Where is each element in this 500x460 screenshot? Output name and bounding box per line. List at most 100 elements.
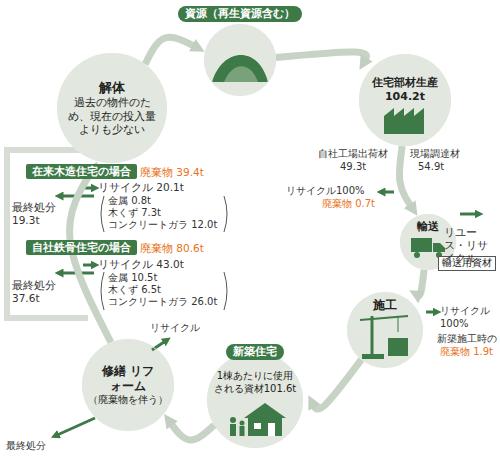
house-door [268, 423, 275, 436]
stage-circle [204, 24, 276, 96]
cycle-arrow [418, 270, 424, 296]
circle-outline [208, 353, 303, 448]
node-title: 新築住宅 [226, 344, 284, 360]
flow-note: リサイクル 43.0t [98, 258, 184, 271]
circle-outline [205, 25, 276, 96]
stage-circle-node: 解体過去の物件のため、現在の投入量よりも少ない [57, 53, 167, 163]
waste-amount: 廃棄物 80.6t [140, 242, 204, 255]
bracket [224, 272, 227, 310]
flow-note: 最終処分 19.3t [12, 201, 56, 227]
bracket [101, 272, 104, 310]
stage-circle-node: 資源（再生資源含む） [204, 24, 276, 96]
truck-icon [411, 238, 445, 258]
node-title: 資源（再生資源含む） [178, 6, 302, 22]
mound-layer [224, 66, 258, 82]
crane-icon [360, 316, 408, 359]
circle-outline [83, 340, 174, 431]
node-text: 過去の物件のため、現在の投入量よりも少ない [64, 96, 160, 135]
crane-hook [398, 317, 399, 332]
bracket [224, 196, 227, 232]
cycle-arrow [145, 37, 196, 64]
stage-circle [359, 54, 451, 146]
waste-amount: 廃棄物 0.7t [322, 198, 375, 211]
node-text: （廃棄物を伴う） [88, 394, 168, 406]
waste-amount: 廃棄物 39.4t [140, 166, 204, 179]
flow-note: 金属 10.5t [108, 272, 157, 285]
stage-circle [82, 339, 174, 431]
flow-note: 49.3t [340, 161, 366, 174]
house-body [248, 418, 282, 436]
small-arrow [83, 264, 95, 267]
crane-base [362, 354, 384, 359]
flow-note: 現場調達材 [410, 148, 460, 161]
crane-mast [371, 316, 374, 358]
circle-outline [348, 293, 423, 368]
label-box: 自社鉄骨住宅の場合 [26, 240, 137, 255]
house-icon [230, 403, 286, 436]
small-arrow [460, 213, 479, 216]
node-title: 住宅部材生産 [372, 76, 438, 90]
cycle-arrow [276, 52, 367, 61]
label-box: 在来木造住宅の場合 [26, 164, 137, 179]
flow-note: コンクリートガラ 26.0t [108, 296, 217, 309]
node-title: 解体 [99, 80, 125, 96]
node-title: 在来木造住宅の場合 [26, 164, 137, 179]
flow-note: リサイクル 100% [440, 305, 492, 330]
flow-note: リサイクル [150, 322, 200, 335]
stage-circle-node: 新築住宅1棟あたりに使用 される資材101.6t [207, 352, 303, 448]
bracket [101, 196, 104, 232]
node-title: 施工 [373, 298, 397, 313]
flow-note: 最終処分 [6, 440, 46, 453]
truck-cab [433, 243, 445, 252]
person-head [230, 417, 236, 423]
flow-note: 木くず 6.5t [108, 284, 161, 297]
node-text: 104.2t [385, 90, 425, 104]
waste-amount: 廃棄物 1.9t [440, 346, 493, 359]
stage-circle-node: 施工 [347, 292, 423, 368]
node-title: 輸送 [417, 220, 439, 234]
house-window [254, 423, 261, 429]
person-body [230, 424, 236, 436]
flow-note: リサイクル100% [286, 185, 365, 198]
circle-outline [207, 352, 303, 448]
flow-note: 54.9t [418, 161, 444, 174]
cycle-arrow [170, 422, 214, 440]
flow-arrows [55, 188, 479, 436]
small-arrow [381, 191, 394, 194]
flow-note: 木くず 7.3t [108, 207, 161, 220]
stage-circle [347, 292, 423, 368]
circle-outline [58, 54, 167, 163]
person-head [240, 421, 245, 426]
factory-icon [384, 108, 424, 134]
mound-shape [212, 55, 268, 82]
flow-note: リサイクル 20.1t [98, 181, 184, 194]
person-body [240, 426, 245, 436]
small-arrow [426, 311, 437, 314]
node-title: 修繕 リフォーム [96, 364, 160, 394]
stage-circle-node: 住宅部材生産104.2t [359, 54, 451, 146]
house-roof [244, 403, 286, 418]
circle-outline [204, 24, 276, 96]
cycle-arrow [70, 170, 111, 342]
stage-circles [57, 24, 456, 448]
resource-mound [212, 55, 268, 82]
truck-body [411, 238, 432, 252]
stage-circle-node: 修繕 リフォーム（廃棄物を伴う） [82, 339, 174, 431]
node-title: 自社鉄骨住宅の場合 [26, 240, 137, 255]
flow-note: リユース・リサイクル [444, 226, 498, 265]
small-arrow [152, 340, 167, 350]
stage-circle [57, 53, 167, 163]
stage-circle [207, 352, 303, 448]
flow-note: 最終処分 37.6t [12, 279, 56, 305]
flow-note: 新築施工時の [437, 333, 497, 345]
truck-wheel [414, 252, 420, 258]
cycle-arrow [313, 360, 361, 409]
crane-jib [360, 316, 408, 320]
node-text: 1棟あたりに使用 される資材101.6t [212, 370, 298, 395]
building-block [388, 338, 408, 356]
flow-note: 自社工場出荷材 [318, 148, 388, 161]
flow-note: コンクリートガラ 12.0t [108, 219, 217, 232]
flow-note: 金属 0.8t [108, 195, 151, 208]
